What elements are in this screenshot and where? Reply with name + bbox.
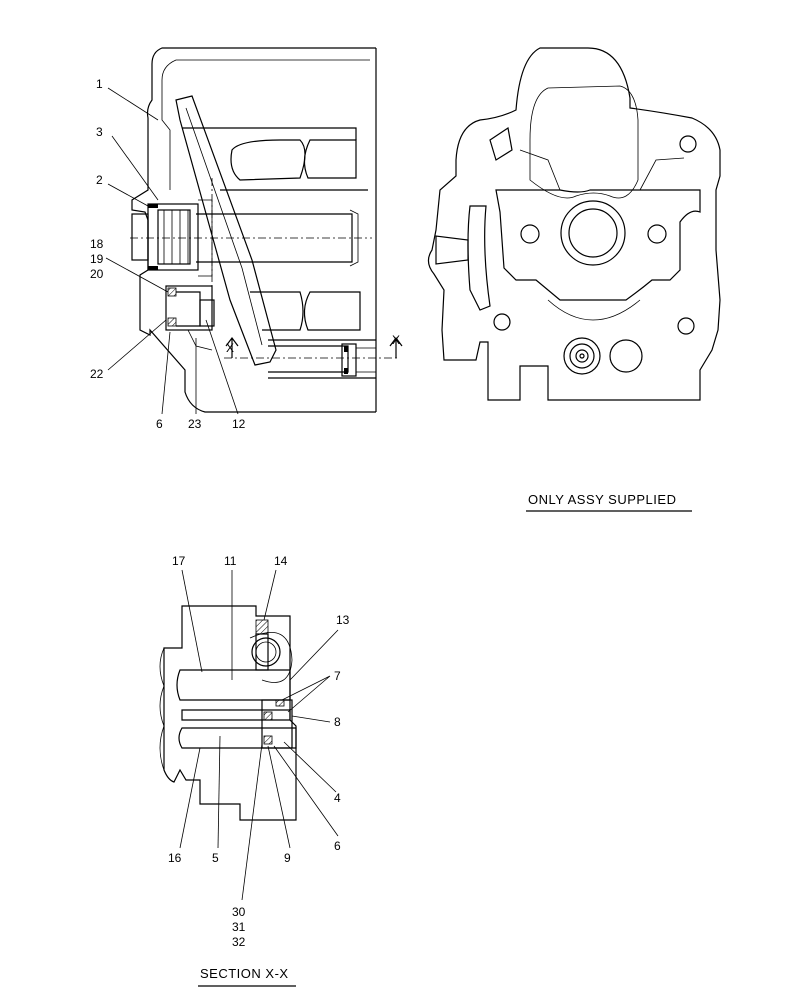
callout-11: 11 [224, 554, 237, 568]
callout-16: 16 [168, 851, 182, 865]
leader-lines [105, 87, 339, 901]
callout-20: 20 [90, 267, 104, 281]
callout-31: 31 [232, 920, 246, 934]
callout-22: 22 [90, 367, 104, 381]
section-title: SECTION X-X [200, 966, 289, 981]
note-block: ONLY ASSY SUPPLIED [526, 492, 692, 512]
callout-6-top: 6 [156, 417, 163, 431]
callout-3: 3 [96, 125, 103, 139]
section-title-block: SECTION X-X [198, 966, 296, 987]
callout-19: 19 [90, 252, 104, 266]
callout-8: 8 [334, 715, 341, 729]
callout-13: 13 [336, 613, 350, 627]
callout-12: 12 [232, 417, 246, 431]
callout-4: 4 [334, 791, 341, 805]
callout-7: 7 [334, 669, 341, 683]
callout-18: 18 [90, 237, 104, 251]
assembly-note: ONLY ASSY SUPPLIED [528, 492, 676, 507]
callout-17: 17 [172, 554, 186, 568]
callout-5: 5 [212, 851, 219, 865]
side-section-view [130, 47, 403, 413]
callout-6-bottom: 6 [334, 839, 341, 853]
section-mark-right: X [392, 333, 400, 347]
callout-numbers: 1 3 2 18 19 20 22 6 23 12 X X 17 11 14 1… [90, 77, 400, 949]
callout-30: 30 [232, 905, 246, 919]
callout-9: 9 [284, 851, 291, 865]
callout-14: 14 [274, 554, 288, 568]
callout-1: 1 [96, 77, 103, 91]
callout-32: 32 [232, 935, 246, 949]
section-x-x-view [159, 605, 297, 821]
callout-2: 2 [96, 173, 103, 187]
end-view [427, 47, 721, 401]
section-mark-left: X [226, 341, 234, 355]
callout-23: 23 [188, 417, 202, 431]
